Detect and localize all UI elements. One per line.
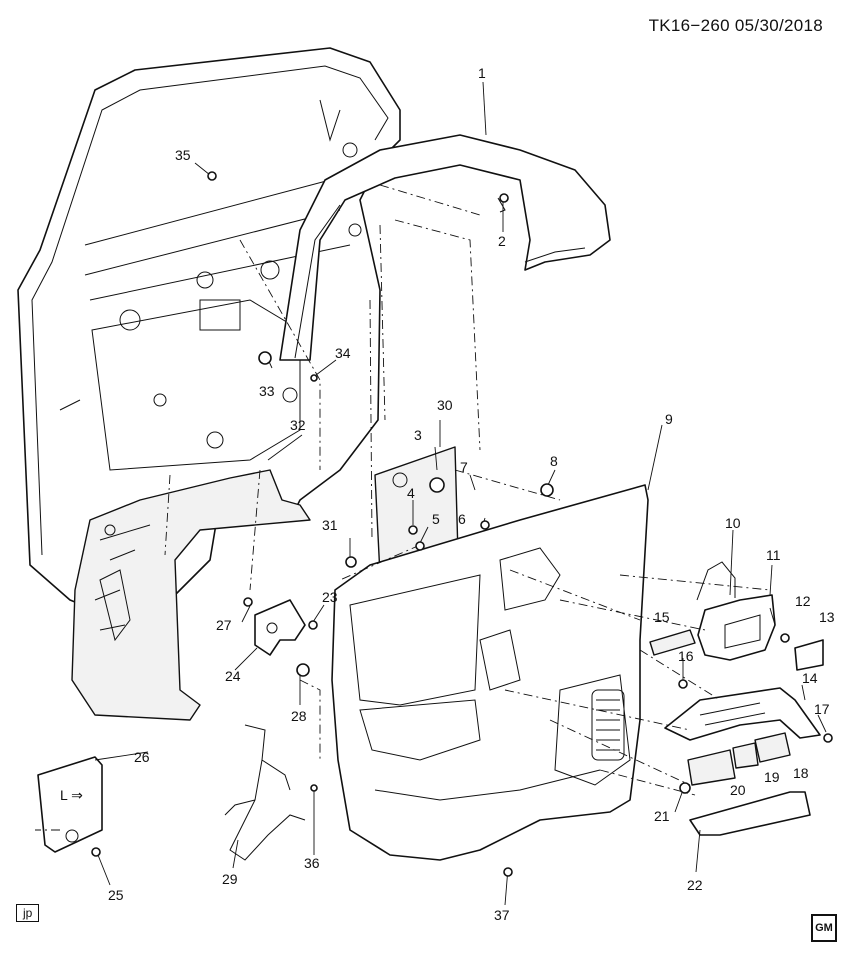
window-switch-18 bbox=[754, 732, 791, 763]
callout-3: 3 bbox=[414, 427, 422, 443]
callout-labels: 1 2 3 4 5 6 7 8 9 10 11 12 13 14 15 16 1… bbox=[108, 65, 835, 923]
callout-35: 35 bbox=[175, 147, 191, 163]
callout-29: 29 bbox=[222, 871, 238, 887]
callout-23: 23 bbox=[322, 589, 338, 605]
callout-37: 37 bbox=[494, 907, 510, 923]
fasteners bbox=[91, 171, 833, 877]
handle-cable bbox=[696, 561, 736, 601]
callout-28: 28 bbox=[291, 708, 307, 724]
callout-31: 31 bbox=[322, 517, 338, 533]
door-pull-bracket bbox=[254, 599, 306, 656]
callout-36: 36 bbox=[304, 855, 320, 871]
callout-20: 20 bbox=[730, 782, 746, 798]
speaker-grille bbox=[591, 689, 625, 761]
callout-25: 25 bbox=[108, 887, 124, 903]
placard-text: L ⇒ bbox=[60, 787, 83, 803]
lock-switch bbox=[649, 629, 696, 656]
upper-garnish-trim bbox=[279, 134, 611, 361]
callout-17: 17 bbox=[814, 701, 830, 717]
callout-5: 5 bbox=[432, 511, 440, 527]
callout-19: 19 bbox=[764, 769, 780, 785]
window-switch-19 bbox=[732, 742, 759, 769]
callout-6: 6 bbox=[458, 511, 466, 527]
callout-8: 8 bbox=[550, 453, 558, 469]
callout-13: 13 bbox=[819, 609, 835, 625]
lower-trim-molding bbox=[689, 791, 811, 836]
callout-26: 26 bbox=[134, 749, 150, 765]
callout-leaders bbox=[94, 81, 827, 906]
callout-4: 4 bbox=[407, 485, 415, 501]
callout-12: 12 bbox=[795, 593, 811, 609]
inside-handle-bezel bbox=[697, 594, 776, 661]
callout-2: 2 bbox=[498, 233, 506, 249]
callout-16: 16 bbox=[678, 648, 694, 664]
window-switch-bezel bbox=[664, 687, 821, 741]
callout-34: 34 bbox=[335, 345, 351, 361]
diagram-code: TK16−260 05/30/2018 bbox=[648, 16, 823, 35]
callout-14: 14 bbox=[802, 670, 818, 686]
callout-10: 10 bbox=[725, 515, 741, 531]
callout-32: 32 bbox=[290, 417, 306, 433]
callout-15: 15 bbox=[654, 609, 670, 625]
callout-1: 1 bbox=[478, 65, 486, 81]
wire-harness bbox=[224, 724, 306, 861]
door-trim-panel bbox=[331, 484, 649, 861]
alignment-lines bbox=[35, 184, 771, 831]
callout-22: 22 bbox=[687, 877, 703, 893]
door-inner-frame bbox=[17, 47, 401, 621]
callout-30: 30 bbox=[437, 397, 453, 413]
callout-9: 9 bbox=[665, 411, 673, 427]
corner-tag: jp bbox=[16, 904, 40, 922]
callout-21: 21 bbox=[654, 808, 670, 824]
window-switch-20 bbox=[687, 749, 736, 786]
callout-33: 33 bbox=[259, 383, 275, 399]
gm-logo-icon: GM bbox=[811, 914, 837, 942]
callout-7: 7 bbox=[460, 459, 468, 475]
access-cap bbox=[794, 639, 824, 671]
callout-27: 27 bbox=[216, 617, 232, 633]
callout-11: 11 bbox=[766, 547, 781, 563]
door-placard: L ⇒ bbox=[37, 756, 103, 853]
water-deflector bbox=[71, 469, 311, 721]
callout-18: 18 bbox=[793, 765, 809, 781]
callout-24: 24 bbox=[225, 668, 241, 684]
